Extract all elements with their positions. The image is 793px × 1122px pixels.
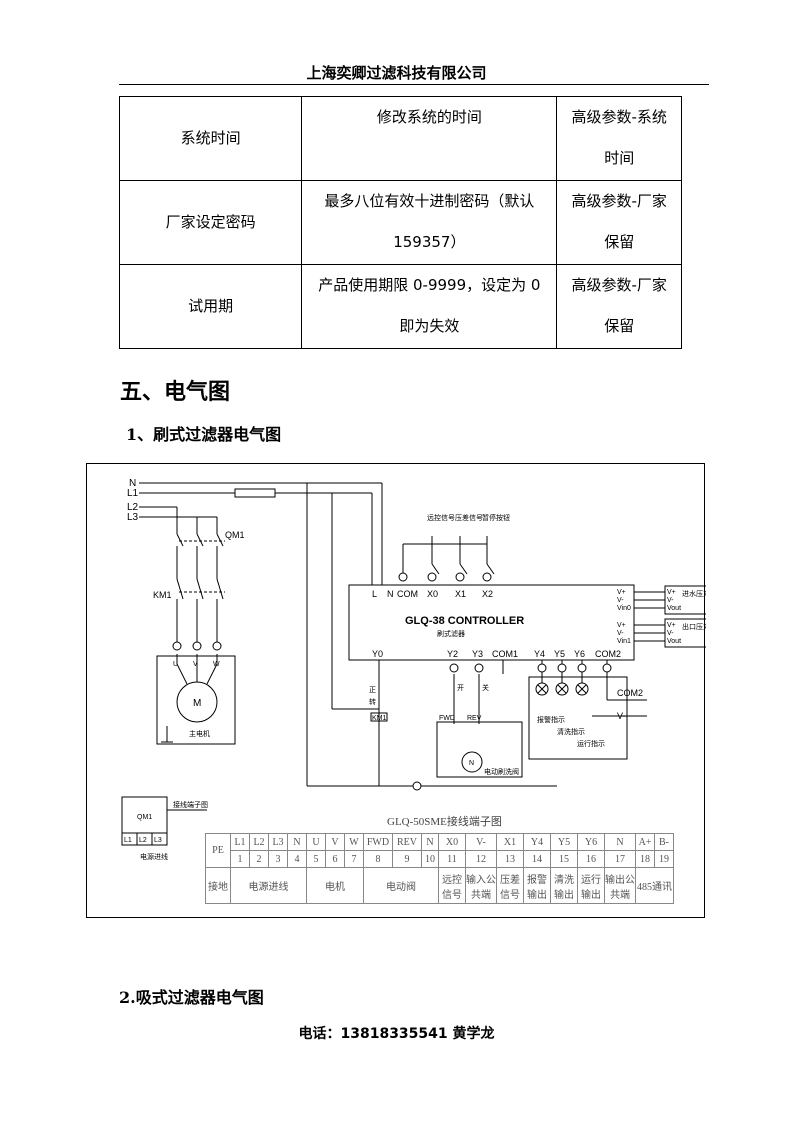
svg-text:暂停按钮: 暂停按钮 — [482, 513, 510, 522]
svg-text:V-: V- — [617, 630, 624, 637]
svg-text:REV: REV — [467, 715, 482, 722]
subsection-heading: 2.吸式过滤器电气图 — [119, 988, 264, 1007]
param-path: 高级参数-厂家保留 — [556, 264, 682, 349]
svg-text:COM: COM — [397, 589, 418, 599]
svg-text:N: N — [129, 478, 136, 489]
param-path: 高级参数-厂家保留 — [556, 180, 682, 265]
svg-text:正: 正 — [369, 686, 376, 694]
svg-text:Vin1: Vin1 — [617, 638, 631, 645]
svg-text:N: N — [387, 589, 394, 599]
terminal-table-title: GLQ-50SME接线端子图 — [387, 816, 502, 828]
svg-text:V-: V- — [667, 630, 674, 637]
svg-text:L1: L1 — [127, 488, 139, 499]
svg-text:Y5: Y5 — [554, 649, 565, 659]
svg-text:清洗指示: 清洗指示 — [557, 727, 585, 736]
svg-text:V+: V+ — [667, 589, 676, 596]
param-desc: 修改系统的时间 — [301, 96, 558, 181]
svg-text:L2: L2 — [139, 837, 147, 844]
svg-text:V-: V- — [617, 711, 626, 721]
svg-text:Vin0: Vin0 — [617, 605, 631, 612]
svg-text:电源进线: 电源进线 — [140, 852, 168, 861]
svg-text:Y2: Y2 — [447, 649, 458, 659]
pe-cell: PE — [205, 833, 231, 868]
svg-text:KM1: KM1 — [372, 715, 387, 722]
company-header: 上海奕卿过滤科技有限公司 — [306, 64, 487, 82]
svg-text:V+: V+ — [667, 622, 676, 629]
svg-text:V+: V+ — [617, 622, 626, 629]
param-name: 厂家设定密码 — [118, 180, 303, 265]
subsection-heading: 1、刷式过滤器电气图 — [126, 425, 282, 444]
svg-text:开: 开 — [457, 684, 464, 692]
svg-text:FWD: FWD — [439, 715, 455, 722]
svg-text:报警指示: 报警指示 — [537, 715, 565, 724]
wiring-diagram-svg: N L1 L2 L3 QM1 KM1 M 主电机 U V W 远控信号 压差信号… — [121, 478, 706, 861]
svg-text:M: M — [193, 698, 201, 709]
svg-text:压差信号: 压差信号 — [455, 513, 483, 522]
parameter-table: 系统时间 修改系统的时间 高级参数-系统时间 厂家设定密码 最多八位有效十进制密… — [118, 96, 682, 349]
svg-text:转: 转 — [369, 697, 376, 706]
svg-text:V-: V- — [617, 597, 624, 604]
contact-footer: 电话：13818335541 黄学龙 — [298, 1026, 495, 1042]
svg-text:KM1: KM1 — [153, 590, 172, 600]
svg-text:N: N — [469, 760, 474, 767]
svg-text:Vout: Vout — [667, 638, 681, 645]
svg-text:L3: L3 — [154, 837, 162, 844]
svg-text:主电机: 主电机 — [189, 729, 210, 738]
svg-text:Y3: Y3 — [472, 649, 483, 659]
svg-text:L1: L1 — [124, 837, 132, 844]
table-row: 系统时间 修改系统的时间 高级参数-系统时间 — [118, 96, 682, 181]
svg-text:W: W — [213, 661, 220, 668]
param-name: 试用期 — [118, 264, 303, 349]
svg-text:出口压力传感器: 出口压力传感器 — [682, 622, 706, 631]
svg-text:U: U — [173, 661, 178, 668]
param-path: 高级参数-系统时间 — [556, 96, 682, 181]
svg-text:Vout: Vout — [667, 605, 681, 612]
header-divider — [119, 84, 709, 85]
section-heading: 五、电气图 — [120, 379, 231, 405]
svg-text:进水压力传感器: 进水压力传感器 — [682, 589, 706, 598]
svg-text:V: V — [193, 661, 198, 668]
svg-text:QM1: QM1 — [225, 530, 245, 540]
svg-text:接线端子图: 接线端子图 — [173, 800, 208, 809]
svg-text:COM1: COM1 — [492, 649, 518, 659]
svg-text:L: L — [372, 589, 377, 599]
svg-text:QM1: QM1 — [137, 814, 152, 821]
svg-text:V+: V+ — [617, 589, 626, 596]
svg-text:X2: X2 — [482, 589, 493, 599]
svg-text:Y6: Y6 — [574, 649, 585, 659]
svg-text:Y0: Y0 — [372, 649, 383, 659]
svg-text:X0: X0 — [427, 589, 438, 599]
svg-text:COM2: COM2 — [595, 649, 621, 659]
svg-text:GLQ-38 CONTROLLER: GLQ-38 CONTROLLER — [405, 615, 524, 627]
wiring-diagram: N L1 L2 L3 QM1 KM1 M 主电机 U V W 远控信号 压差信号… — [86, 463, 706, 918]
svg-text:刷式滤器: 刷式滤器 — [437, 629, 465, 638]
svg-text:运行指示: 运行指示 — [577, 739, 605, 748]
svg-text:COM2: COM2 — [617, 688, 643, 698]
svg-text:L2: L2 — [127, 502, 139, 513]
svg-text:Y4: Y4 — [534, 649, 545, 659]
svg-text:L3: L3 — [127, 512, 139, 523]
svg-text:X1: X1 — [455, 589, 466, 599]
svg-text:关: 关 — [482, 683, 489, 692]
svg-text:远控信号: 远控信号 — [427, 513, 455, 522]
svg-text:V-: V- — [667, 597, 674, 604]
param-name: 系统时间 — [118, 96, 303, 181]
svg-text:电动刷洗阀: 电动刷洗阀 — [484, 767, 519, 776]
